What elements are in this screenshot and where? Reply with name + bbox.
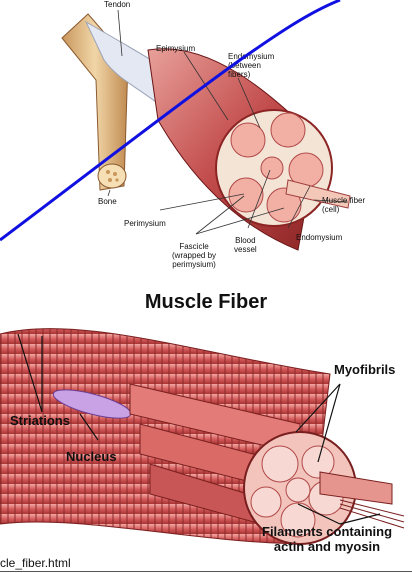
label-endomysium-between-fibers: Endomysium (between fibers) (228, 52, 275, 79)
label-tendon: Tendon (104, 0, 131, 9)
myofibril-cross-sections (250, 445, 344, 538)
label-striations: Striations (10, 413, 70, 428)
label-endomysium: Endomysium (296, 233, 343, 242)
filaments (339, 499, 405, 529)
label-perimysium: Perimysium (124, 219, 166, 228)
label-blood-vessel: Blood vessel (234, 236, 257, 254)
label-nucleus: Nucleus (66, 449, 117, 464)
label-bone: Bone (98, 197, 117, 206)
label-muscle-fiber-cell: Muscle fiber (cell) (322, 196, 366, 214)
source-url: cle_fiber.html (0, 556, 71, 570)
label-fascicle: Fascicle (wrapped by perimysium) (172, 242, 217, 269)
label-epimysium: Epimysium (156, 44, 196, 53)
muscle-fiber-illustration (0, 328, 405, 545)
muscle-anatomy-diagram: Tendon Epimysium Endomysium (between fib… (48, 0, 378, 282)
label-filaments: Filaments containing actin and myosin (262, 524, 393, 554)
label-myofibrils: Myofibrils (334, 362, 396, 377)
page-title: Muscle Fiber (144, 291, 268, 313)
protruding-myofibril (319, 471, 393, 505)
bottom-leader-lines (17, 333, 381, 525)
bone-cross-section (97, 163, 127, 189)
divider (0, 571, 412, 572)
muscle-fiber-diagram: Myofibrils Striations Nucleus Filaments … (0, 314, 412, 573)
